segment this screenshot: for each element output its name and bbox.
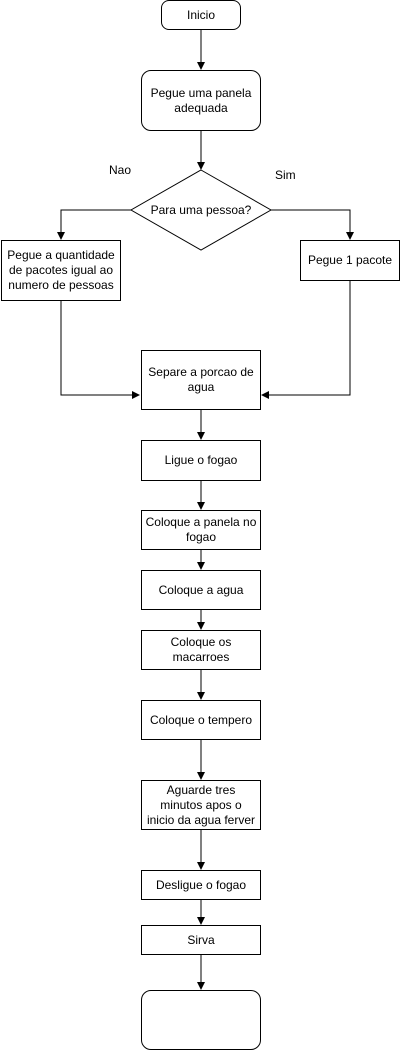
step-turn-on-stove: Ligue o fogao <box>141 440 261 481</box>
start-node: Inicio <box>161 0 241 30</box>
step-add-water-label: Coloque a agua <box>158 582 244 597</box>
step-get-pan-label: Pegue uma panela adequada <box>150 85 252 115</box>
start-node-label: Inicio <box>186 7 215 22</box>
step-add-water: Coloque a agua <box>141 570 261 610</box>
step-get-packages: Pegue a quantidade de pacotes igual ao n… <box>1 240 121 301</box>
step-turn-on-stove-label: Ligue o fogao <box>164 453 238 467</box>
arrow-sim-pacote <box>271 209 354 240</box>
step-serve-label: Sirva <box>187 932 215 947</box>
step-serve: Sirva <box>141 925 261 955</box>
step-wait-label: Aguarde tres minutos apos o inicio da ag… <box>146 782 256 827</box>
step-separate-water-label: Separe a porcao de agua <box>148 365 254 394</box>
step-separate-water: Separe a porcao de agua <box>141 350 261 410</box>
step-get-one-package-label: Pegue 1 pacote <box>307 253 393 267</box>
step-get-pan: Pegue uma panela adequada <box>141 70 261 131</box>
step-turn-off-stove: Desligue o fogao <box>141 870 261 900</box>
step-get-packages-label: Pegue a quantidade de pacotes igual ao n… <box>7 248 115 292</box>
end-node <box>141 990 261 1050</box>
decision-diamond <box>129 169 273 251</box>
arrow-quantidade-porcao <box>60 301 140 399</box>
arrow-pacote-porcao <box>261 281 351 399</box>
step-add-noodles: Coloque os macarroes <box>141 630 261 670</box>
step-add-seasoning: Coloque o tempero <box>141 700 261 740</box>
step-add-noodles-label: Coloque os macarroes <box>170 635 232 664</box>
step-get-one-package: Pegue 1 pacote <box>300 240 400 281</box>
step-wait: Aguarde tres minutos apos o inicio da ag… <box>141 780 261 830</box>
arrow-nao-quantidade <box>57 209 131 240</box>
step-turn-off-stove-label: Desligue o fogao <box>155 877 247 892</box>
edge-label-nao: Nao <box>109 163 132 177</box>
step-add-seasoning-label: Coloque o tempero <box>149 712 253 727</box>
edge-label-sim: Sim <box>275 168 296 182</box>
step-pan-on-stove: Coloque a panela no fogao <box>141 510 261 550</box>
step-pan-on-stove-label: Coloque a panela no fogao <box>145 515 257 544</box>
decision-label: Para uma pessoa? <box>150 203 252 217</box>
